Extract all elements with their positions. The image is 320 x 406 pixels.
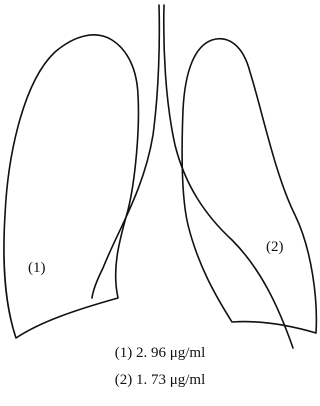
trachea-left-bronchus — [92, 5, 159, 298]
legend-1-value: 2. 96 — [136, 345, 166, 361]
right-lung-label: (2) — [266, 239, 284, 255]
legend-2-label: (2) — [115, 372, 133, 388]
legend-line-2: (2) 1. 73 μg/ml — [0, 372, 320, 389]
legend-line-1: (1) 2. 96 μg/ml — [0, 345, 320, 362]
left-lung-outline — [4, 35, 139, 338]
legend-2-unit: μg/ml — [170, 372, 206, 388]
legend-2-value: 1. 73 — [136, 372, 166, 388]
legend-1-unit: μg/ml — [170, 345, 206, 361]
legend-1-label: (1) — [115, 345, 133, 361]
right-lung-outline — [182, 39, 316, 333]
left-lung-label: (1) — [28, 260, 46, 276]
